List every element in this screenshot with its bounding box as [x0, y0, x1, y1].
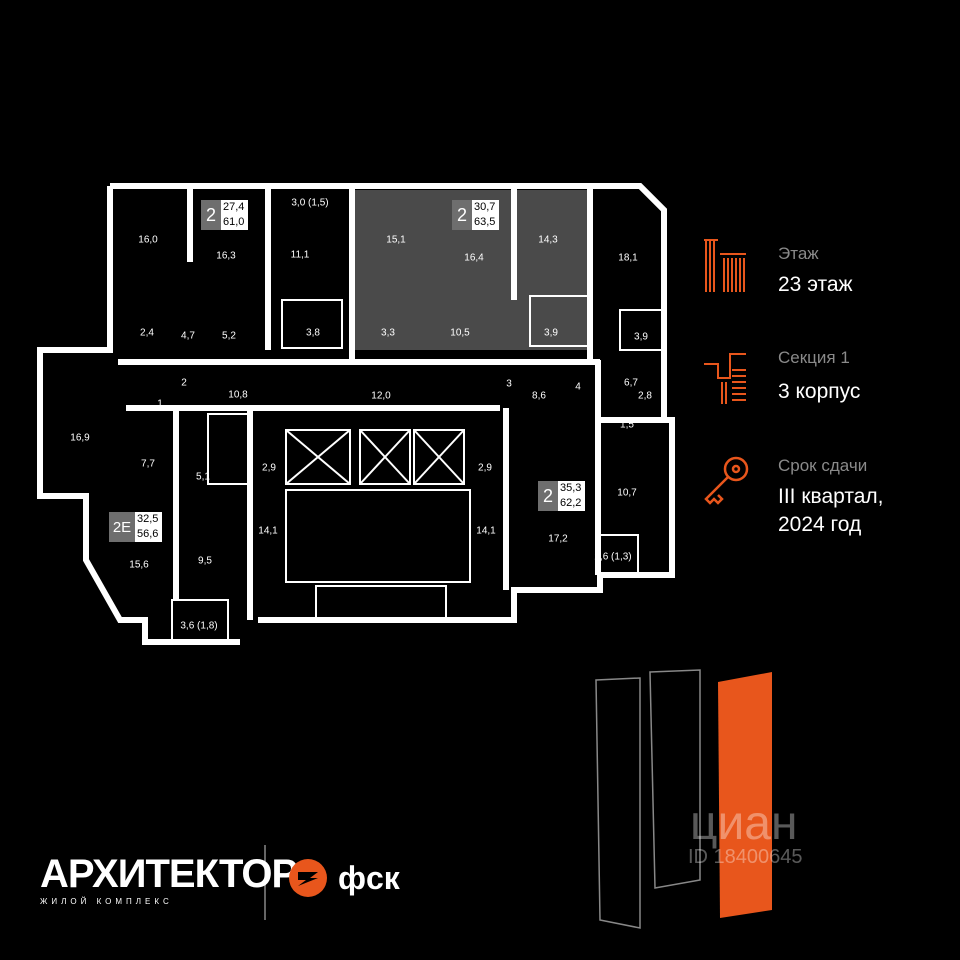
apartment-badge[interactable]: 2 30,7 63,5	[452, 200, 500, 230]
badge-rooms: 2	[538, 481, 558, 511]
key-icon	[704, 456, 749, 505]
room-area-label: 14,1	[476, 525, 496, 537]
room-area-label: 4,7	[181, 330, 195, 342]
badge-total: 63,5	[474, 216, 496, 228]
room-area-label: 10,5	[450, 327, 470, 339]
room-area-label: 3,9	[634, 331, 648, 343]
deadline-value-line2: 2024 год	[778, 513, 862, 536]
room-area-label: 3,0 (1,5)	[291, 197, 329, 209]
badge-total: 62,2	[560, 497, 582, 509]
apartment-badge[interactable]: 2 27,4 61,0	[201, 200, 249, 230]
room-area-label: 4	[575, 381, 581, 393]
room-area-label: 1	[157, 398, 163, 410]
badge-rooms: 2	[452, 200, 472, 230]
brand-logo: АРХИТЕКТОР ЖИЛОЙ КОМПЛЕКС	[40, 852, 298, 906]
section-value: 3 корпус	[778, 380, 861, 403]
room-area-label: 2,9	[262, 462, 276, 474]
deadline-label: Срок сдачи	[778, 456, 868, 475]
room-area-label: 15,1	[386, 234, 406, 246]
room-area-label: 9,5	[198, 555, 212, 567]
room-area-label: 1,5	[620, 419, 634, 431]
building-silhouettes	[595, 669, 772, 929]
floor-label: Этаж	[778, 244, 819, 263]
stairs-section-icon	[704, 353, 746, 404]
room-area-label: 16,4	[464, 252, 484, 264]
room-area-label: 2,6 (1,3)	[594, 551, 632, 563]
badge-living: 35,3	[560, 482, 582, 494]
room-area-label: 3,9	[544, 327, 558, 339]
apartment-badge[interactable]: 2Е 32,5 56,6	[109, 512, 163, 542]
deadline-value-line1: III квартал,	[778, 485, 884, 508]
room-area-label: 17,2	[548, 533, 568, 545]
room-area-label: 6,7	[624, 377, 638, 389]
room-area-label: 16,0	[138, 234, 158, 246]
badge-total: 61,0	[223, 216, 245, 228]
brand-name: АРХИТЕКТОР	[40, 852, 298, 896]
room-area-label: 8,6	[532, 390, 546, 402]
room-area-label: 5,1	[196, 471, 210, 483]
floor-value: 23 этаж	[778, 273, 853, 296]
apartment-badge[interactable]: 2 35,3 62,2	[538, 481, 586, 511]
room-area-label: 2,9	[478, 462, 492, 474]
room-area-label: 14,1	[258, 525, 278, 537]
room-area-label: 11,1	[290, 249, 310, 261]
interior-lines	[171, 295, 665, 643]
partner-logo: фск	[288, 858, 400, 898]
room-area-label: 15,6	[129, 559, 149, 571]
room-area-label: 10,8	[228, 389, 248, 401]
room-area-label: 5,2	[222, 330, 236, 342]
badge-living: 27,4	[223, 201, 245, 213]
badge-total: 56,6	[137, 528, 159, 540]
highlighted-building	[718, 672, 772, 918]
room-area-label: 12,0	[371, 390, 391, 402]
room-area-label: 18,1	[618, 252, 638, 264]
room-area-label: 10,7	[617, 487, 637, 499]
room-area-label: 2,8	[638, 390, 652, 402]
badge-rooms: 2Е	[109, 512, 135, 542]
room-area-label: 7,7	[141, 458, 155, 470]
section-label: Секция 1	[778, 348, 850, 367]
partner-name: фск	[338, 859, 400, 896]
building-floor-icon	[704, 239, 746, 292]
badge-living: 32,5	[137, 513, 159, 525]
room-area-label: 16,9	[70, 432, 90, 444]
room-area-label: 16,3	[216, 250, 236, 262]
partner-mark-icon	[289, 859, 327, 897]
room-area-label: 3	[506, 378, 512, 390]
watermark-id: ID 18400645	[688, 846, 803, 868]
room-area-label: 3,6 (1,8)	[180, 620, 218, 632]
brand-subtitle: ЖИЛОЙ КОМПЛЕКС	[40, 897, 173, 906]
room-area-label: 2,4	[140, 327, 154, 339]
room-area-label: 2	[181, 377, 187, 389]
room-area-label: 3,8	[306, 327, 320, 339]
room-area-label: 3,3	[381, 327, 395, 339]
room-area-label: 14,3	[538, 234, 558, 246]
badge-rooms: 2	[201, 200, 221, 230]
badge-living: 30,7	[474, 201, 496, 213]
watermark-logo: циан	[690, 797, 798, 850]
